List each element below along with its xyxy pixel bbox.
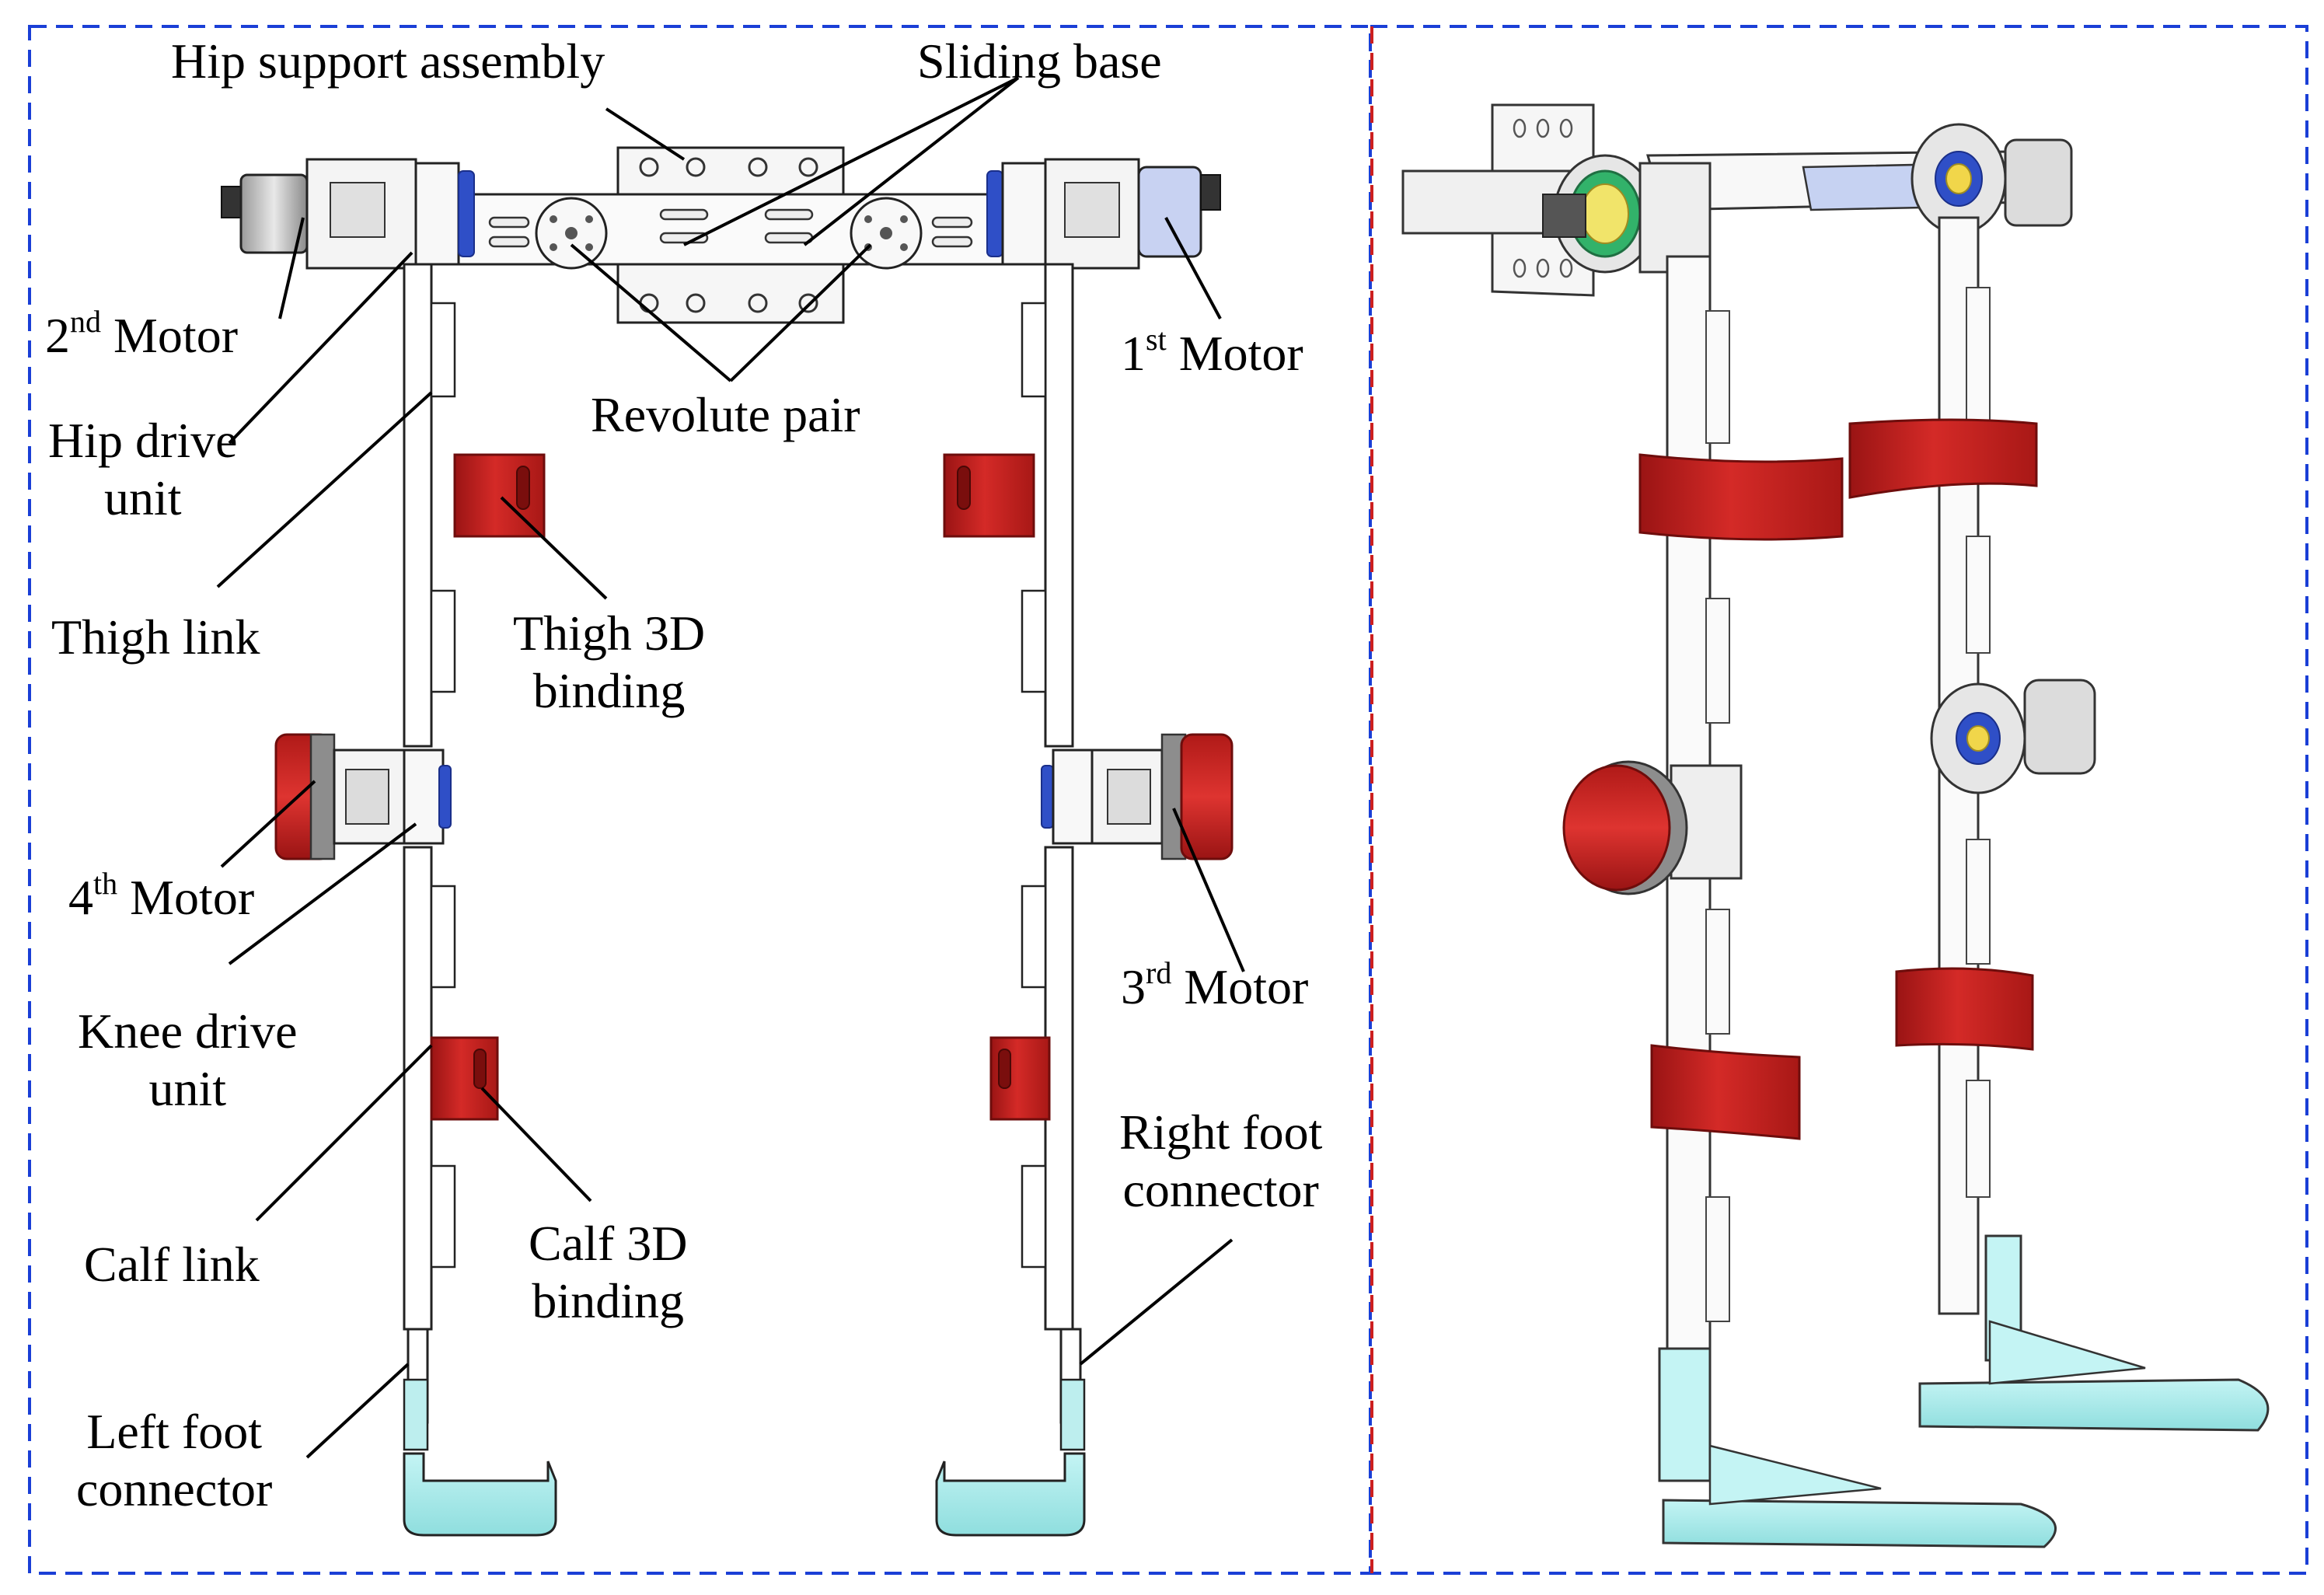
revolute-pair-text: Revolute pair xyxy=(591,387,860,442)
right-foot-line-1: Right foot xyxy=(1119,1105,1323,1160)
right-thigh-link xyxy=(1021,263,1074,748)
label-motor-4: 4th Motor xyxy=(68,866,255,927)
motor-2-suffix: nd xyxy=(70,304,101,339)
motor-3-word: Motor xyxy=(1184,959,1309,1014)
right-foot-line-2: connector xyxy=(1122,1161,1319,1217)
motor-1-word: Motor xyxy=(1178,326,1303,381)
iso-motor-2 xyxy=(1542,154,1712,274)
label-thigh-3d-binding: Thigh 3D binding xyxy=(513,605,705,719)
label-revolute-pair: Revolute pair xyxy=(591,386,860,444)
iso-motor-1 xyxy=(1910,123,2073,235)
label-left-foot-connector: Left foot connector xyxy=(76,1403,272,1517)
calf-binding-line-1: Calf 3D xyxy=(529,1216,688,1271)
iso-motor-4 xyxy=(1562,760,1743,895)
iso-motor-3 xyxy=(1930,679,2096,794)
motor-2-number: 2 xyxy=(45,308,70,363)
revolute-pair-left-disk xyxy=(535,197,608,270)
thigh-link-text: Thigh link xyxy=(51,609,260,665)
motor-4-assembly xyxy=(274,733,452,860)
left-foot-line-2: connector xyxy=(76,1461,273,1516)
left-foot-line-1: Left foot xyxy=(86,1404,262,1459)
leader-lines xyxy=(216,76,1245,1459)
motor-3-suffix: rd xyxy=(1146,955,1172,990)
revolute-pair-right-disk xyxy=(850,197,923,270)
label-motor-3: 3rd Motor xyxy=(1121,955,1309,1016)
sliding-base-text: Sliding base xyxy=(917,33,1162,89)
label-calf-link: Calf link xyxy=(84,1236,260,1293)
motor-4-suffix: th xyxy=(93,866,118,901)
knee-drive-line-2: unit xyxy=(148,1060,227,1116)
motor-2-word: Motor xyxy=(113,308,238,363)
hip-drive-line-1: Hip drive xyxy=(48,413,238,468)
motor-1-number: 1 xyxy=(1121,326,1146,381)
motor-4-number: 4 xyxy=(68,870,93,925)
iso-front-thigh-binding xyxy=(1638,453,1844,541)
right-foot-connector xyxy=(935,1328,1086,1537)
label-thigh-link: Thigh link xyxy=(51,609,260,666)
hip-support-text: Hip support assembly xyxy=(171,33,605,89)
label-motor-2: 2nd Motor xyxy=(45,304,238,365)
left-thigh-link xyxy=(403,263,456,748)
label-calf-3d-binding: Calf 3D binding xyxy=(529,1215,687,1329)
motor-4-word: Motor xyxy=(130,870,255,925)
iso-front-calf-binding xyxy=(1650,1044,1801,1140)
calf-link-text: Calf link xyxy=(84,1237,260,1292)
iso-back-thigh-binding xyxy=(1848,418,2038,499)
left-calf-binding xyxy=(430,1036,499,1121)
calf-binding-line-2: binding xyxy=(532,1272,684,1328)
iso-back-calf-binding xyxy=(1895,967,2034,1051)
left-foot-connector xyxy=(403,1328,557,1537)
motor-3-number: 3 xyxy=(1121,959,1146,1014)
left-thigh-binding xyxy=(453,453,546,538)
motor-1-assembly xyxy=(986,158,1221,270)
hip-drive-line-2: unit xyxy=(103,469,182,525)
right-thigh-binding xyxy=(943,453,1035,538)
iso-back-foot xyxy=(1918,1234,2270,1432)
knee-drive-line-1: Knee drive xyxy=(78,1003,298,1059)
label-motor-1: 1st Motor xyxy=(1121,322,1303,382)
thigh-binding-line-2: binding xyxy=(532,662,686,718)
thigh-binding-line-1: Thigh 3D xyxy=(513,606,706,661)
iso-front-foot xyxy=(1658,1347,2057,1548)
motor-3-assembly xyxy=(1041,733,1234,860)
label-right-foot-connector: Right foot connector xyxy=(1119,1104,1322,1218)
label-hip-drive-unit: Hip drive unit xyxy=(48,412,238,526)
right-calf-binding xyxy=(989,1036,1051,1121)
label-knee-drive-unit: Knee drive unit xyxy=(78,1003,298,1117)
motor-2-assembly xyxy=(221,158,475,270)
label-sliding-base: Sliding base xyxy=(917,33,1162,90)
label-hip-support-assembly: Hip support assembly xyxy=(171,33,605,90)
motor-1-suffix: st xyxy=(1146,322,1167,357)
